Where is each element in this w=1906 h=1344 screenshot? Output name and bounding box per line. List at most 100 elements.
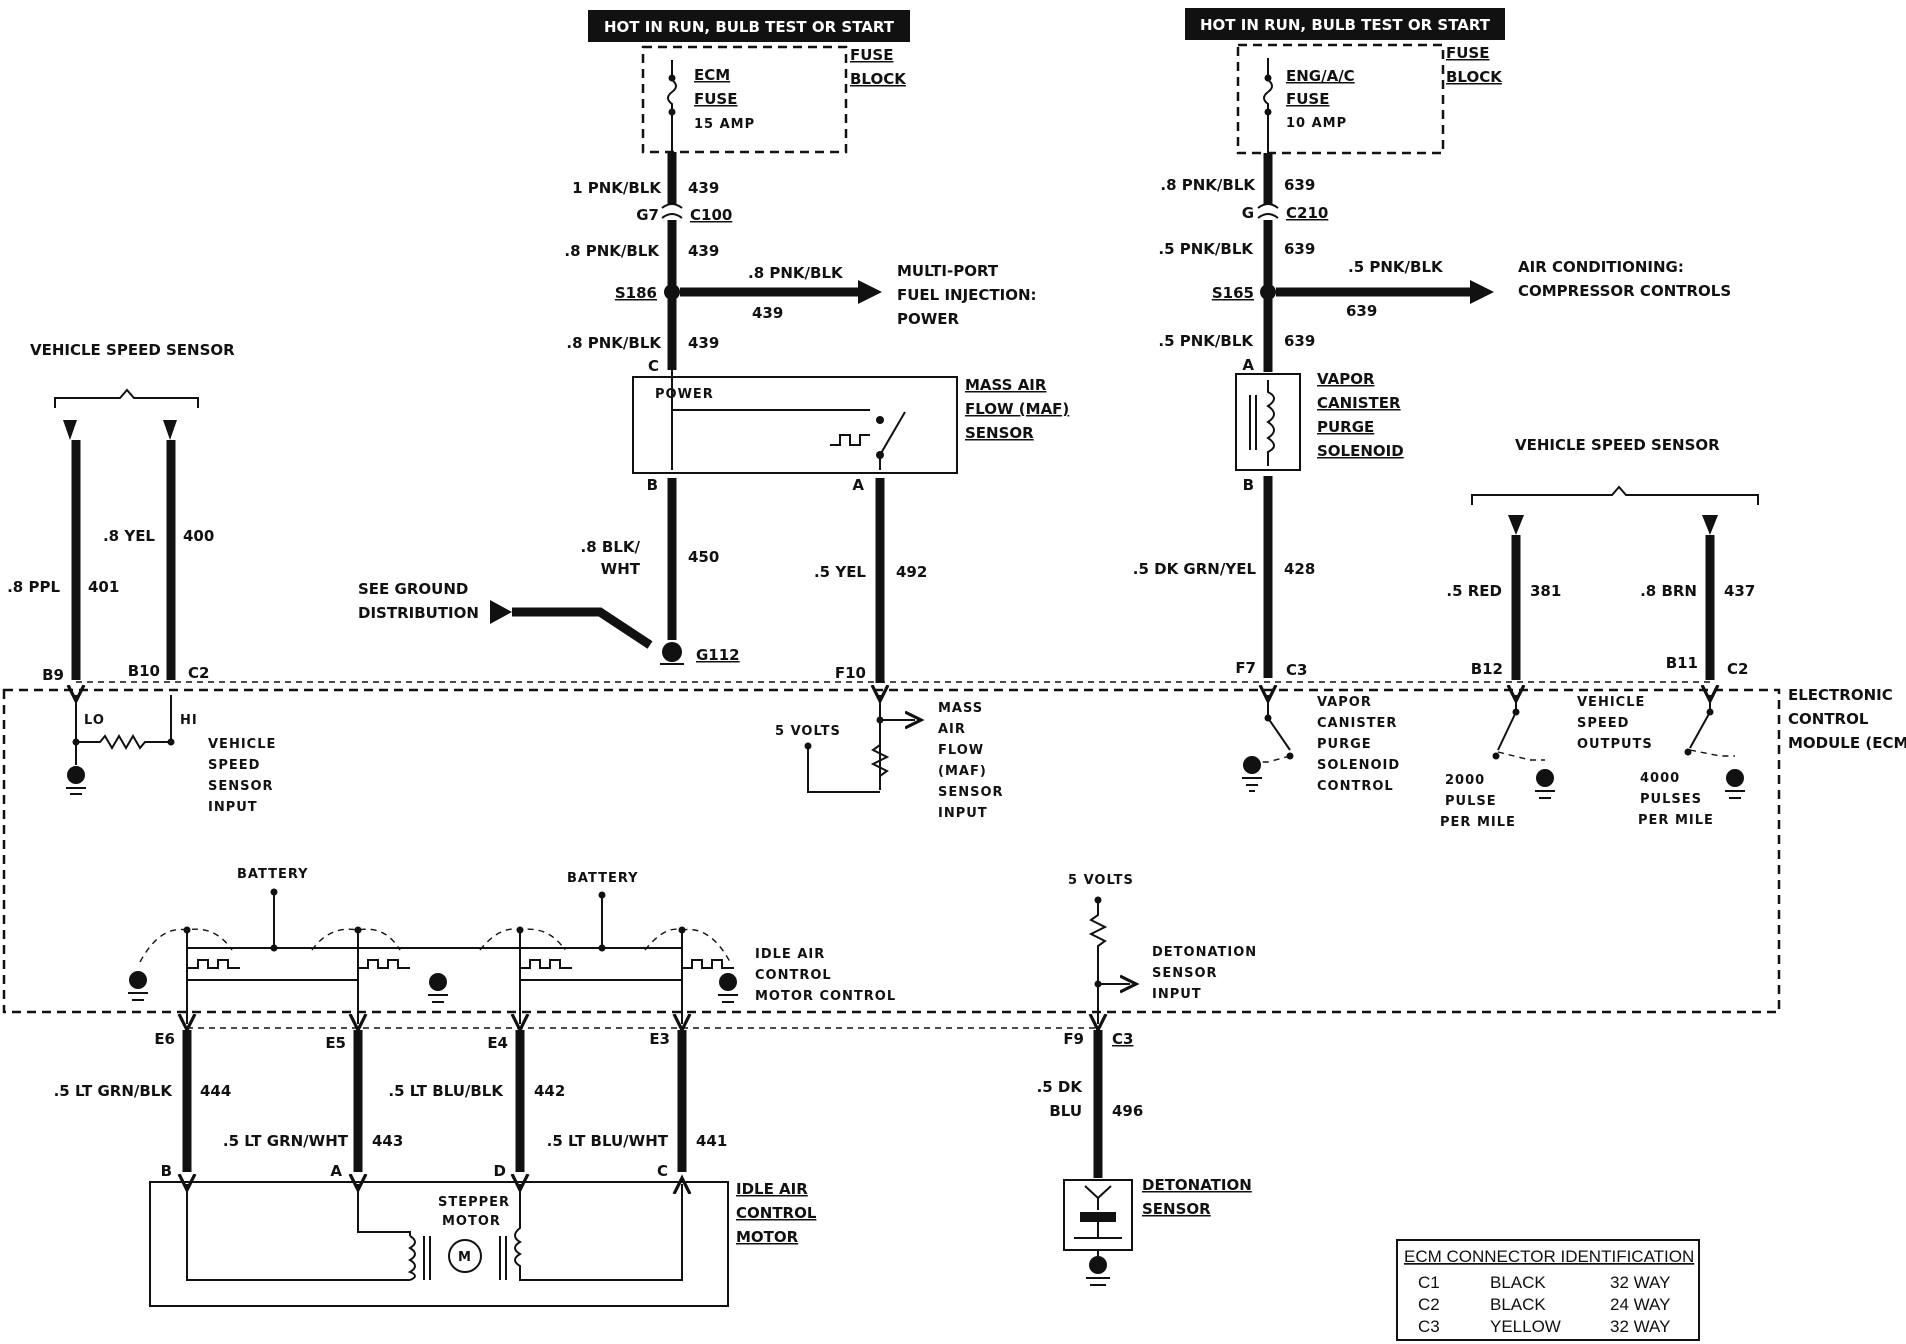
vcp-title1: VAPOR xyxy=(1317,370,1375,388)
vcp-title3: PURGE xyxy=(1317,418,1374,436)
right-branch-label: .5 PNK/BLK xyxy=(1348,258,1444,276)
see-ground-line2: DISTRIBUTION xyxy=(358,604,479,622)
iac-pin-e5: E5 xyxy=(325,1034,346,1052)
left-fuse-block-title1: FUSE xyxy=(850,46,893,64)
iac-w4-circuit: 441 xyxy=(696,1132,727,1150)
maf-in3: FLOW xyxy=(938,743,984,758)
det-wire-label1: .5 DK xyxy=(1037,1078,1084,1096)
det-pin: F9 xyxy=(1063,1030,1084,1048)
iac-pin-a: A xyxy=(330,1162,342,1180)
vss-left: VEHICLE SPEED SENSOR .8 PPL 401 .8 YEL 4… xyxy=(7,341,235,684)
left-fuse-icon xyxy=(667,60,677,152)
left-splice: S186 xyxy=(615,284,657,302)
iac-wiring: E6 E5 E4 E3 .5 LT GRN/BLK 444 .5 LT GRN/… xyxy=(54,1027,1098,1180)
table-row1-color: BLACK xyxy=(1490,1273,1546,1292)
right-splice: S165 xyxy=(1212,284,1254,302)
stepper1: STEPPER xyxy=(438,1195,510,1210)
vss-left-wire2-label: .8 YEL xyxy=(103,527,155,545)
iac-motor: M STEPPER MOTOR IDLE AIR CONTROL MOTOR xyxy=(149,1180,817,1307)
pulse2000-2: PULSE xyxy=(1445,794,1497,809)
left-branch-circuit: 439 xyxy=(752,304,783,322)
vss-input4: INPUT xyxy=(208,800,258,815)
maf-title2: FLOW (MAF) xyxy=(965,400,1069,418)
iac-w3-label: .5 LT BLU/BLK xyxy=(388,1082,504,1100)
table-row2-color: BLACK xyxy=(1490,1295,1546,1314)
vss-input-hi: HI xyxy=(180,713,198,728)
maf-in1: MASS xyxy=(938,701,983,716)
vss-right-wire2-label: .8 BRN xyxy=(1640,582,1697,600)
iac-w2-circuit: 443 xyxy=(372,1132,403,1150)
right-power-banner xyxy=(1185,8,1505,40)
vss-input-lo: LO xyxy=(84,713,105,728)
iac-pin-e3: E3 xyxy=(649,1030,670,1048)
table-row1-ways: 32 WAY xyxy=(1610,1273,1670,1292)
right-fuse-rating: 10 AMP xyxy=(1286,116,1347,131)
right-wire3-circuit: 639 xyxy=(1284,332,1315,350)
left-power-banner-text: HOT IN RUN, BULB TEST OR START xyxy=(604,18,895,36)
left-power-feed: HOT IN RUN, BULB TEST OR START ECM FUSE … xyxy=(564,10,1037,375)
maf-ground-wire-label2: WHT xyxy=(601,560,641,578)
iac-w1-circuit: 444 xyxy=(200,1082,231,1100)
left-fuse-rating: 15 AMP xyxy=(694,117,755,132)
vss-right-connector: C2 xyxy=(1727,660,1748,678)
right-branch-circuit: 639 xyxy=(1346,302,1377,320)
right-fuse-block xyxy=(1236,43,1445,155)
vss-right-title: VEHICLE SPEED SENSOR xyxy=(1515,436,1720,454)
iac-ctrl1: IDLE AIR xyxy=(755,947,825,962)
vcp-ctrl1: VAPOR xyxy=(1317,695,1372,710)
right-wire1-circuit: 639 xyxy=(1284,176,1315,194)
ecm-title2: CONTROL xyxy=(1788,710,1869,728)
iac-pin-e6: E6 xyxy=(154,1030,175,1048)
maf-ecm-pin: F10 xyxy=(835,664,866,682)
detonation-sensor: F9 C3 .5 DK BLU 496 DETONATION SENSOR xyxy=(1037,1030,1252,1286)
maf-in6: INPUT xyxy=(938,806,988,821)
vcp-ecm-pin: F7 xyxy=(1235,659,1256,677)
vso2: SPEED xyxy=(1577,716,1629,731)
vss-right: VEHICLE SPEED SENSOR .5 RED 381 .8 BRN 4… xyxy=(1446,436,1759,680)
vcp-ctrl5: CONTROL xyxy=(1317,779,1394,794)
maf-in5: SENSOR xyxy=(938,785,1004,800)
iac-pin-c: C xyxy=(657,1162,668,1180)
vss-left-pin2: B10 xyxy=(128,662,160,680)
table-row2-ways: 24 WAY xyxy=(1610,1295,1670,1314)
maf-signal-wire-circuit: 492 xyxy=(896,563,927,581)
left-fuse-name2: FUSE xyxy=(694,90,737,108)
stepper2: MOTOR xyxy=(442,1214,501,1229)
right-wire2-label: .5 PNK/BLK xyxy=(1158,240,1254,258)
vss-right-wire1-circuit: 381 xyxy=(1530,582,1561,600)
right-pin-a: A xyxy=(1242,356,1254,374)
left-wire1-circuit: 439 xyxy=(688,179,719,197)
maf-5v: 5 VOLTS xyxy=(775,724,841,739)
iac-w1-label: .5 LT GRN/BLK xyxy=(54,1082,174,1100)
det-wire-label2: BLU xyxy=(1049,1102,1082,1120)
vss-right-pin2: B11 xyxy=(1666,654,1698,672)
left-connector: C100 xyxy=(690,206,732,224)
left-branch-dest3: POWER xyxy=(897,310,960,328)
ecm-module: ELECTRONIC CONTROL MODULE (ECM) LO HI VE… xyxy=(2,681,1906,1024)
iac-w4-label: .5 LT BLU/WHT xyxy=(547,1132,669,1150)
left-branch-dest2: FUEL INJECTION: xyxy=(897,286,1037,304)
ecm-title1: ELECTRONIC xyxy=(1788,686,1893,704)
maf-pin-a: A xyxy=(852,476,864,494)
vss-input2: SPEED xyxy=(208,758,260,773)
det-in3: INPUT xyxy=(1152,987,1202,1002)
iac-w2-label: .5 LT GRN/WHT xyxy=(223,1132,349,1150)
iac-pin-e4: E4 xyxy=(487,1034,508,1052)
ecm-title3: MODULE (ECM) xyxy=(1788,734,1906,752)
pulse4000-1: 4000 xyxy=(1640,771,1680,786)
left-wire3-label: .8 PNK/BLK xyxy=(566,334,662,352)
iac-motor-symbol: M xyxy=(458,1250,472,1265)
right-fuse-name2: FUSE xyxy=(1286,90,1329,108)
vcp-ecm-connector: C3 xyxy=(1286,661,1307,679)
right-connector: C210 xyxy=(1286,204,1328,222)
vss-left-wire1-circuit: 401 xyxy=(88,578,119,596)
maf-ground-wire-circuit: 450 xyxy=(688,548,719,566)
vss-left-wire1-label: .8 PPL xyxy=(7,578,60,596)
iac-motor-title2: CONTROL xyxy=(736,1204,817,1222)
battery2: BATTERY xyxy=(567,871,639,886)
iac-ctrl3: MOTOR CONTROL xyxy=(755,989,896,1004)
maf-ground: G112 xyxy=(696,646,740,664)
see-ground-line1: SEE GROUND xyxy=(358,580,468,598)
maf-in2: AIR xyxy=(938,722,966,737)
